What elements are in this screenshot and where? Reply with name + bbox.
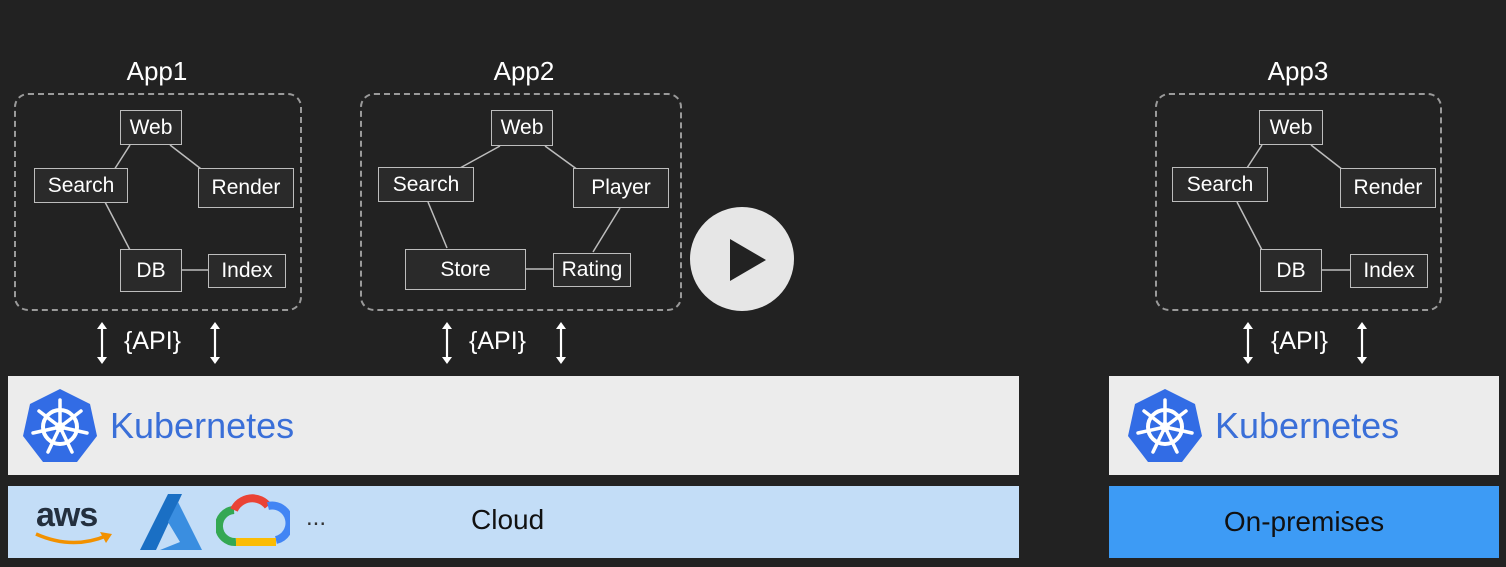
aws-logo-text: aws [36, 496, 98, 534]
app2-node-web: Web [491, 110, 553, 146]
onprem-bar: On-premises [1109, 486, 1499, 558]
kubernetes-onprem-bar: Kubernetes [1109, 376, 1499, 475]
kubernetes-logo-icon [23, 388, 97, 462]
app2-node-search: Search [378, 167, 474, 202]
app3-node-index: Index [1350, 254, 1428, 288]
app2-title: App2 [493, 56, 555, 86]
kubernetes-cloud-bar: Kubernetes [8, 376, 1019, 475]
azure-logo-icon [140, 494, 202, 550]
kubernetes-label: Kubernetes [1215, 404, 1400, 446]
app1-node-db: DB [120, 249, 182, 292]
kubernetes-label: Kubernetes [110, 404, 295, 446]
play-button[interactable] [690, 207, 794, 311]
app3-title: App3 [1267, 56, 1329, 86]
google-cloud-logo-icon [216, 494, 290, 547]
api-arrow-icon [440, 320, 454, 366]
app1-title: App1 [126, 56, 188, 86]
app1-container [14, 93, 302, 311]
app1-api-label: {API} [124, 327, 181, 355]
api-arrow-icon [208, 320, 222, 366]
onprem-label: On-premises [1223, 506, 1385, 537]
app1-node-index: Index [208, 254, 286, 288]
app3-node-render: Render [1340, 168, 1436, 208]
kubernetes-logo-icon [1128, 388, 1202, 462]
app1-node-render: Render [198, 168, 294, 208]
play-icon [730, 239, 766, 281]
app3-api-label: {API} [1271, 327, 1328, 355]
app1-node-search: Search [34, 168, 128, 203]
app2-node-rating: Rating [553, 253, 631, 287]
api-arrow-icon [554, 320, 568, 366]
app2-api-label: {API} [469, 327, 526, 355]
app3-node-web: Web [1259, 110, 1323, 145]
app2-container [360, 93, 682, 311]
api-arrow-icon [1355, 320, 1369, 366]
app2-node-store: Store [405, 249, 526, 290]
app1-node-web: Web [120, 110, 182, 145]
aws-logo-icon: aws [32, 490, 116, 552]
app2-node-player: Player [573, 168, 669, 208]
app3-node-db: DB [1260, 249, 1322, 292]
api-arrow-icon [1241, 320, 1255, 366]
cloud-bar: aws ... Cloud [8, 486, 1019, 558]
app3-container [1155, 93, 1442, 311]
api-arrow-icon [95, 320, 109, 366]
more-providers-ellipsis: ... [306, 504, 327, 531]
cloud-label: Cloud [471, 504, 545, 535]
app3-node-search: Search [1172, 167, 1268, 202]
